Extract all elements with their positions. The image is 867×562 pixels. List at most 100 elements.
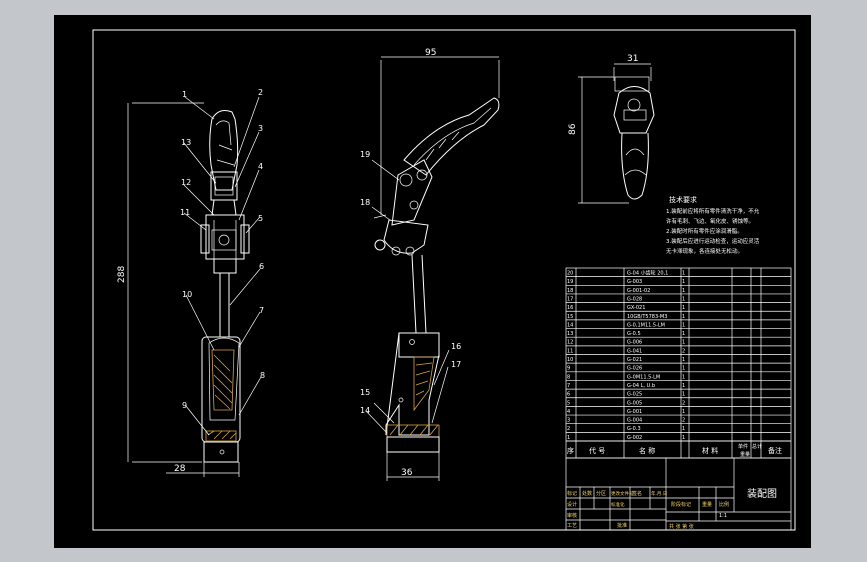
table-cell-code: G-0M11.5-LM	[627, 374, 660, 380]
tb-label-mark: 标记	[567, 490, 577, 497]
table-cell-code: G-005	[627, 400, 642, 406]
header-total-weight: 总计	[752, 443, 762, 450]
table-cell-code: G-001-02	[627, 288, 650, 294]
table-cell-no: 18	[567, 288, 573, 294]
inner-border	[92, 29, 796, 531]
table-cell-no: 6	[567, 392, 570, 398]
table-cell-code: G-028	[627, 296, 642, 302]
header-weight: 重量	[740, 451, 750, 458]
table-cell-qty: 1	[682, 357, 685, 363]
balloon-8: 8	[260, 371, 265, 380]
table-cell-qty: 1	[682, 314, 685, 320]
table-cell-no: 9	[567, 366, 570, 372]
table-cell-no: 20	[567, 271, 573, 277]
table-cell-qty: 1	[682, 374, 685, 380]
header-unit-weight: 单件	[738, 443, 748, 450]
header-remark: 备注	[768, 446, 782, 455]
table-cell-code: G-026	[627, 366, 642, 372]
table-cell-qty: 1	[682, 305, 685, 311]
balloon-16: 16	[451, 342, 461, 351]
table-cell-no: 5	[567, 400, 570, 406]
table-cell-qty: 1	[682, 340, 685, 346]
tb-label-zone: 分区	[596, 490, 606, 497]
table-cell-code: G-021	[627, 357, 642, 363]
table-cell-code: G-0.5	[627, 331, 641, 337]
dim-small-width: 31	[627, 54, 638, 64]
technical-notes: 技术要求 1.装配前应将所有零件清洗干净，不允 许有毛刺、飞边、氧化皮、锈蚀等。…	[666, 195, 760, 255]
table-cell-code: G-006	[627, 340, 642, 346]
table-cell-qty: 1	[682, 409, 685, 415]
tb-scale-value: 1:1	[719, 513, 727, 519]
table-cell-no: 1	[567, 435, 570, 441]
header-seq: 序	[567, 446, 574, 455]
table-cell-qty: 1	[682, 392, 685, 398]
balloon-14: 14	[360, 406, 370, 415]
tb-process: 工艺	[567, 523, 577, 529]
drawing-title: 装配图	[747, 487, 777, 500]
table-cell-no: 19	[567, 279, 573, 285]
dim-side-top: 95	[425, 48, 436, 58]
notes-line-3: 2.装配时所有零件应涂润滑脂。	[666, 227, 743, 235]
table-cell-no: 8	[567, 374, 570, 380]
balloon-18: 18	[360, 198, 370, 207]
side-leaders	[365, 159, 450, 434]
drawing-canvas: 288 28	[92, 29, 796, 531]
dim-small-height: 86	[568, 123, 578, 135]
tb-std: 标准化	[611, 501, 625, 508]
table-cell-qty: 1	[682, 271, 685, 277]
notes-line-2: 许有毛刺、飞边、氧化皮、锈蚀等。	[666, 217, 754, 225]
table-cell-no: 4	[567, 409, 570, 415]
table-cell-code: G-025	[627, 392, 642, 398]
balloon-13: 13	[181, 138, 191, 147]
side-view: 95 36	[373, 48, 500, 481]
table-cell-no: 11	[567, 348, 573, 354]
table-cell-code: G-002	[627, 435, 642, 441]
dim-front-height: 288	[117, 266, 127, 283]
tb-label-sign: 签名	[632, 490, 642, 497]
balloon-12: 12	[181, 178, 191, 187]
table-cell-no: 14	[567, 322, 573, 328]
header-material: 材 料	[702, 446, 718, 455]
title-block: 装配图 标记 处数 分区 更改文件号 签名 年.月.日 设计 标准化 审核 工艺…	[565, 457, 792, 531]
table-cell-code: 10GB/T5783-M3	[627, 314, 667, 320]
balloon-9: 9	[182, 401, 187, 410]
dim-side-bottom: 36	[401, 468, 413, 478]
table-cell-no: 17	[567, 296, 573, 302]
tb-label-change: 更改文件号	[611, 490, 634, 497]
balloon-11: 11	[180, 208, 190, 217]
top-view: 31 86	[568, 54, 655, 204]
table-cell-no: 3	[567, 418, 570, 424]
balloon-10: 10	[182, 290, 192, 299]
front-leaders	[183, 96, 262, 436]
notes-heading: 技术要求	[669, 195, 697, 204]
tb-scale: 比例	[719, 501, 729, 508]
notes-line-1: 1.装配前应将所有零件清洗干净，不允	[666, 207, 760, 215]
front-view: 288 28	[117, 102, 250, 477]
table-cell-qty: 2	[682, 418, 685, 424]
dim-front-width: 28	[174, 464, 186, 474]
balloon-1: 1	[182, 90, 187, 99]
table-cell-qty: 1	[682, 279, 685, 285]
tb-design: 设计	[567, 501, 577, 508]
table-cell-qty: 1	[682, 435, 685, 441]
table-cell-code: G-004	[627, 418, 642, 424]
table-cell-qty: 1	[682, 426, 685, 432]
tb-weight: 重量	[702, 501, 712, 508]
tb-review: 审核	[567, 512, 577, 519]
balloon-3: 3	[258, 124, 263, 133]
table-cell-qty: 2	[682, 348, 685, 354]
tb-stage: 阶段标记	[671, 501, 691, 508]
table-cell-no: 15	[567, 314, 573, 320]
table-cell-qty: 1	[682, 366, 685, 372]
table-cell-no: 12	[567, 340, 573, 346]
tb-sheet-info: 共 张 第 张	[669, 523, 694, 530]
table-cell-qty: 1	[682, 383, 685, 389]
notes-line-4: 3.装配后应进行运动检查，运动应灵活	[666, 237, 760, 245]
tb-label-count: 处数	[582, 490, 592, 497]
table-cell-no: 13	[567, 331, 573, 337]
table-cell-no: 2	[567, 426, 570, 432]
